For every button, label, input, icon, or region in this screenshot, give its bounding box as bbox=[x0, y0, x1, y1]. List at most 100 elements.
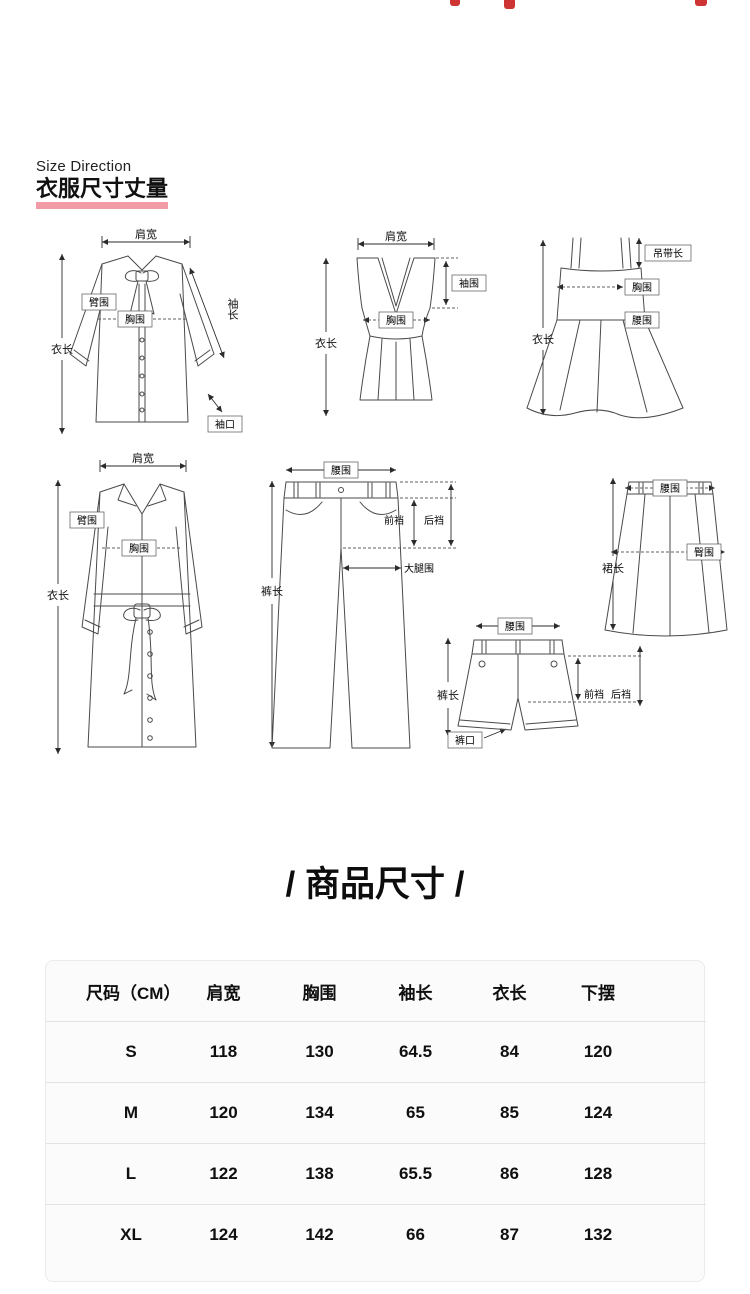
table-row-s: S 118 130 64.5 84 120 bbox=[46, 1021, 706, 1083]
shoulder-width-label: 肩宽 bbox=[132, 451, 154, 465]
front-rise-label: 前裆 bbox=[584, 688, 604, 701]
size-cell: 66 bbox=[406, 1225, 425, 1244]
dress-outline bbox=[526, 237, 684, 419]
leg-opening-label: 裤口 bbox=[455, 734, 475, 747]
header-cell-sleeve: 袖长 bbox=[368, 961, 463, 1022]
pants-outline bbox=[271, 481, 411, 749]
arm-girth-label: 臂围 bbox=[89, 296, 109, 309]
coat-dimensions bbox=[55, 460, 187, 754]
size-cell: 124 bbox=[556, 1082, 706, 1144]
cropped-content-artifact bbox=[695, 0, 707, 6]
size-cell: 118 bbox=[176, 1021, 271, 1083]
sling-dress-diagram: 衣长 吊带长 胸围 腰围 bbox=[526, 237, 692, 419]
cuff-label: 袖口 bbox=[215, 418, 235, 431]
garment-length-label: 衣长 bbox=[47, 588, 69, 602]
bust-label: 胸围 bbox=[129, 542, 149, 555]
garment-length-label: 衣长 bbox=[315, 336, 337, 350]
pants-diagram: 腰围 裤长 前裆 后裆 大腿围 bbox=[261, 461, 456, 749]
coat-diagram: 肩宽 衣长 臂围 胸围 bbox=[47, 451, 203, 754]
size-cell: 65 bbox=[368, 1082, 463, 1144]
size-cell: 142 bbox=[305, 1225, 334, 1244]
bust-label: 胸围 bbox=[386, 314, 406, 327]
section-header: Size Direction 衣服尺寸丈量 bbox=[36, 158, 169, 210]
shorts-labels: 腰围 裤长 前裆 后裆 裤口 bbox=[437, 617, 631, 749]
coat-labels: 肩宽 衣长 臂围 胸围 bbox=[47, 451, 157, 602]
size-cell: 84 bbox=[463, 1021, 556, 1083]
shorts-outline bbox=[457, 639, 579, 731]
size-direction-label: Size Direction bbox=[36, 158, 132, 175]
size-cell: 64.5 bbox=[368, 1021, 463, 1083]
product-size-title: / 商品尺寸 / bbox=[285, 865, 465, 904]
blouse-diagram: 肩宽 衣长 臂围 胸围 袖长 袖口 bbox=[51, 227, 243, 434]
front-rise-label: 前裆 bbox=[384, 514, 404, 527]
size-cell: 86 bbox=[463, 1143, 556, 1205]
strap-length-label: 吊带长 bbox=[653, 248, 683, 260]
pants-labels: 腰围 裤长 前裆 后裆 大腿围 bbox=[261, 461, 444, 598]
shorts-dimensions bbox=[445, 623, 643, 739]
header-cell-shoulder: 肩宽 bbox=[176, 961, 271, 1022]
pants-length-label: 裤长 bbox=[261, 584, 283, 598]
cropped-content-artifact bbox=[450, 0, 460, 6]
table-row-xl: XL 124 142 66 87 132 bbox=[46, 1205, 706, 1266]
thigh-label: 大腿围 bbox=[404, 562, 434, 575]
size-cell: L bbox=[46, 1143, 176, 1205]
waist-label: 腰围 bbox=[632, 315, 652, 327]
skirt-diagram: 腰围 臀围 裙长 bbox=[602, 478, 728, 637]
header-cell-bust: 胸围 bbox=[271, 961, 368, 1022]
waist-label: 腰围 bbox=[505, 621, 525, 633]
shoulder-width-label: 肩宽 bbox=[135, 227, 157, 241]
size-cell: 130 bbox=[271, 1021, 368, 1083]
bust-label: 胸围 bbox=[632, 281, 652, 294]
shorts-diagram: 腰围 裤长 前裆 后裆 裤口 bbox=[437, 617, 643, 749]
cropped-content-artifact bbox=[504, 0, 515, 9]
size-cell: 124 bbox=[209, 1225, 238, 1244]
shorts-length-label: 裤长 bbox=[437, 688, 459, 702]
size-cell: 120 bbox=[556, 1021, 706, 1083]
size-table-container: 尺码（CM） 肩宽 胸围 袖长 衣长 下摆 S 118 130 64.5 84 … bbox=[45, 960, 706, 1282]
table-header-row: 尺码（CM） 肩宽 胸围 袖长 衣长 下摆 bbox=[46, 961, 706, 1022]
size-cell: 138 bbox=[271, 1143, 368, 1205]
skirt-outline bbox=[604, 481, 728, 637]
hip-label: 臀围 bbox=[694, 547, 714, 559]
blouse-outline bbox=[69, 255, 215, 423]
vest-diagram: 肩宽 衣长 袖围 胸围 bbox=[315, 229, 487, 416]
size-cell: 134 bbox=[271, 1082, 368, 1144]
dress-labels: 衣长 吊带长 胸围 腰围 bbox=[532, 244, 692, 346]
bust-label: 胸围 bbox=[125, 313, 145, 326]
size-cell: 122 bbox=[176, 1143, 271, 1205]
garment-length-label: 衣长 bbox=[532, 332, 554, 346]
waist-label: 腰围 bbox=[331, 465, 351, 477]
size-cell: 132 bbox=[583, 1225, 613, 1244]
back-rise-label: 后裆 bbox=[424, 514, 444, 527]
header-cell-size: 尺码（CM） bbox=[46, 961, 180, 1022]
skirt-labels: 腰围 臀围 裙长 bbox=[602, 479, 722, 575]
size-cell: XL bbox=[120, 1225, 142, 1244]
arm-girth-label: 臂围 bbox=[77, 514, 97, 527]
header-cell-length: 衣长 bbox=[463, 961, 556, 1022]
waist-label: 腰围 bbox=[660, 483, 680, 495]
header-cell-hem: 下摆 bbox=[556, 961, 706, 1022]
table-row-l: L 122 138 65.5 86 128 bbox=[46, 1143, 706, 1205]
shoulder-width-label: 肩宽 bbox=[385, 229, 407, 243]
size-cell: 85 bbox=[463, 1082, 556, 1144]
size-cell: S bbox=[46, 1021, 176, 1083]
garment-length-label: 衣长 bbox=[51, 342, 73, 356]
vest-outline bbox=[356, 257, 436, 401]
blouse-dimensions bbox=[59, 236, 225, 434]
table-row-m: M 120 134 65 85 124 bbox=[46, 1082, 706, 1144]
vest-dimensions bbox=[323, 238, 458, 416]
skirt-length-label: 裙长 bbox=[602, 562, 624, 575]
back-rise-label: 后裆 bbox=[611, 688, 631, 701]
size-cell: 120 bbox=[176, 1082, 271, 1144]
sleeve-length-label: 袖长 bbox=[226, 297, 239, 320]
blouse-labels: 肩宽 衣长 臂围 胸围 袖长 袖口 bbox=[51, 227, 243, 433]
measurement-title: 衣服尺寸丈量 bbox=[36, 176, 169, 210]
armhole-label: 袖围 bbox=[459, 277, 479, 290]
size-cell: 128 bbox=[556, 1143, 706, 1205]
measurement-diagrams: 肩宽 衣长 臂围 胸围 袖长 袖口 bbox=[0, 225, 750, 785]
size-cell: 87 bbox=[500, 1225, 519, 1244]
size-cell: M bbox=[46, 1082, 176, 1144]
size-table: 尺码（CM） 肩宽 胸围 袖长 衣长 下摆 S 118 130 64.5 84 … bbox=[46, 961, 706, 1265]
size-cell: 65.5 bbox=[368, 1143, 463, 1205]
